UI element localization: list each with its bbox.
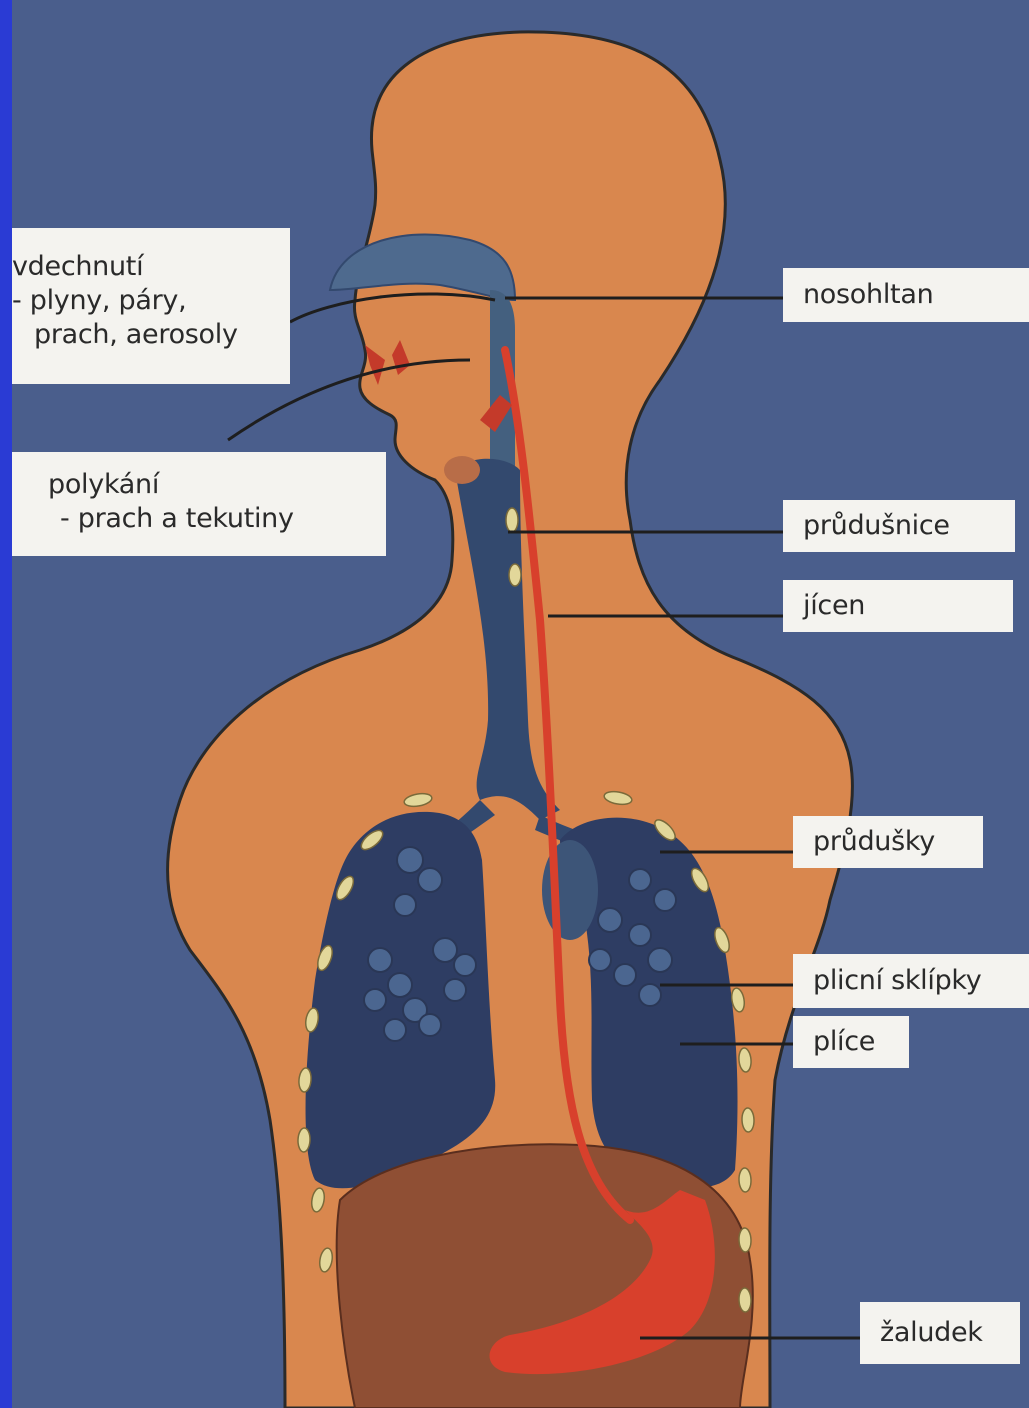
inhalation-line-1: vdechnutí [12, 250, 290, 284]
inhalation-line-2: - plyny, páry, [12, 284, 290, 318]
label-lungs: plíce [793, 1016, 909, 1068]
label-bronchi: průdušky [793, 816, 983, 868]
inhalation-line-3: prach, aerosoly [12, 318, 290, 352]
label-swallowing: polykání - prach a tekutiny [12, 452, 386, 556]
label-trachea: průdušnice [783, 500, 1015, 552]
label-esophagus: jícen [783, 580, 1013, 632]
swallowing-line-2: - prach a tekutiny [48, 502, 386, 536]
swallowing-line-1: polykání [48, 468, 386, 502]
label-nasopharynx: nosohltan [783, 268, 1029, 322]
label-stomach: žaludek [860, 1302, 1020, 1364]
label-inhalation: vdechnutí - plyny, páry, prach, aerosoly [12, 228, 290, 384]
thyroid-area [444, 456, 480, 484]
label-alveoli: plicní sklípky [793, 954, 1029, 1008]
